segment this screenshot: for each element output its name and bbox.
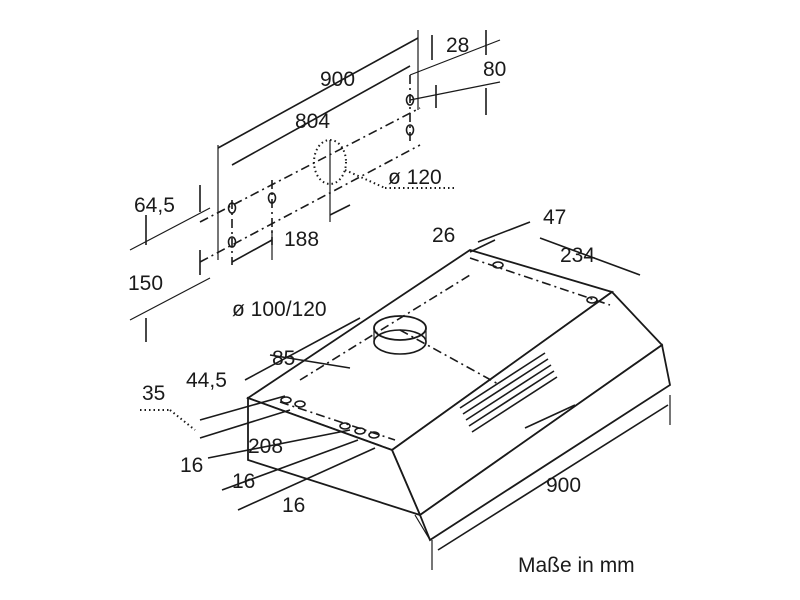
vent-slot	[471, 376, 558, 433]
screw-holes	[227, 94, 415, 248]
hood-trim-edge	[414, 514, 431, 541]
dim-line-208	[199, 409, 291, 439]
dim-line-234	[539, 237, 641, 276]
mounting-plan	[129, 30, 501, 342]
hood-bottom-trim	[418, 343, 672, 542]
dim-line-900-bottom	[437, 404, 669, 551]
mount-hole-icon	[294, 400, 306, 408]
outlet-centerline-2	[399, 329, 501, 386]
leader-85	[269, 354, 351, 369]
label-85: 85	[272, 347, 295, 370]
mount-hole-icon	[368, 431, 380, 439]
label-64-5: 64,5	[134, 194, 175, 217]
mount-hole-icon	[280, 396, 292, 404]
hole-centerline-back	[469, 257, 611, 306]
label-208: 208	[248, 435, 283, 458]
hole-centerline	[279, 401, 396, 441]
screw-hole-icon	[227, 202, 237, 214]
ext-line	[409, 81, 501, 101]
mount-hole-icon	[339, 422, 351, 430]
dim-line-85	[244, 317, 361, 381]
dim-line-44-5	[199, 395, 286, 421]
screw-hole-icon	[267, 192, 277, 204]
dim-line-47	[477, 221, 531, 243]
leader-dia-120	[344, 169, 386, 189]
outlet-collar-icon	[373, 315, 427, 341]
dim-line-188	[231, 239, 273, 263]
screw-hole-icon	[405, 124, 415, 136]
label-35: 35	[142, 382, 165, 405]
label-804: 804	[295, 110, 330, 133]
label-26: 26	[432, 224, 455, 247]
outlet-centerline	[299, 274, 471, 381]
label-16b: 16	[232, 470, 255, 493]
label-234: 234	[560, 244, 595, 267]
centerline-upper	[199, 107, 421, 223]
label-44-5: 44,5	[186, 369, 227, 392]
ext-line	[409, 39, 501, 76]
label-900-bottom: 900	[546, 474, 581, 497]
vent-slot	[465, 364, 552, 421]
screw-hole-icon	[227, 236, 237, 248]
dim-line-26	[469, 239, 496, 253]
vent-slot	[462, 358, 549, 415]
vent-slot	[459, 352, 546, 409]
exhaust-opening-icon	[313, 139, 347, 185]
label-80: 80	[483, 58, 506, 81]
label-150: 150	[128, 272, 163, 295]
label-dia-120: ø 120	[388, 166, 442, 189]
vent-grille	[459, 352, 576, 433]
centerline-lower	[199, 144, 421, 263]
label-16c: 16	[282, 494, 305, 517]
dim-line-exhaust	[329, 204, 351, 216]
leader-35	[169, 409, 196, 431]
label-47: 47	[543, 206, 566, 229]
vent-slot	[468, 370, 555, 427]
label-28: 28	[446, 34, 469, 57]
dim-line-16a	[207, 429, 351, 459]
screw-hole-icon	[405, 94, 415, 106]
dim-line-900-top	[217, 37, 419, 149]
hood-body	[140, 221, 672, 570]
label-16a: 16	[180, 454, 203, 477]
control-slider-slot	[524, 404, 576, 429]
dim-line-16b	[221, 439, 359, 491]
ext-line	[129, 207, 211, 251]
label-900-top: 900	[320, 68, 355, 91]
label-188: 188	[284, 228, 319, 251]
dim-line-804	[231, 65, 411, 166]
label-dia-100-120: ø 100/120	[232, 298, 327, 321]
ext-line	[129, 277, 211, 321]
dim-line-16c	[237, 447, 376, 511]
dimension-labels: 900 804 28 80 64,5 150 188 ø 120 26 47 2…	[128, 34, 635, 577]
caption: Maße in mm	[518, 554, 635, 577]
